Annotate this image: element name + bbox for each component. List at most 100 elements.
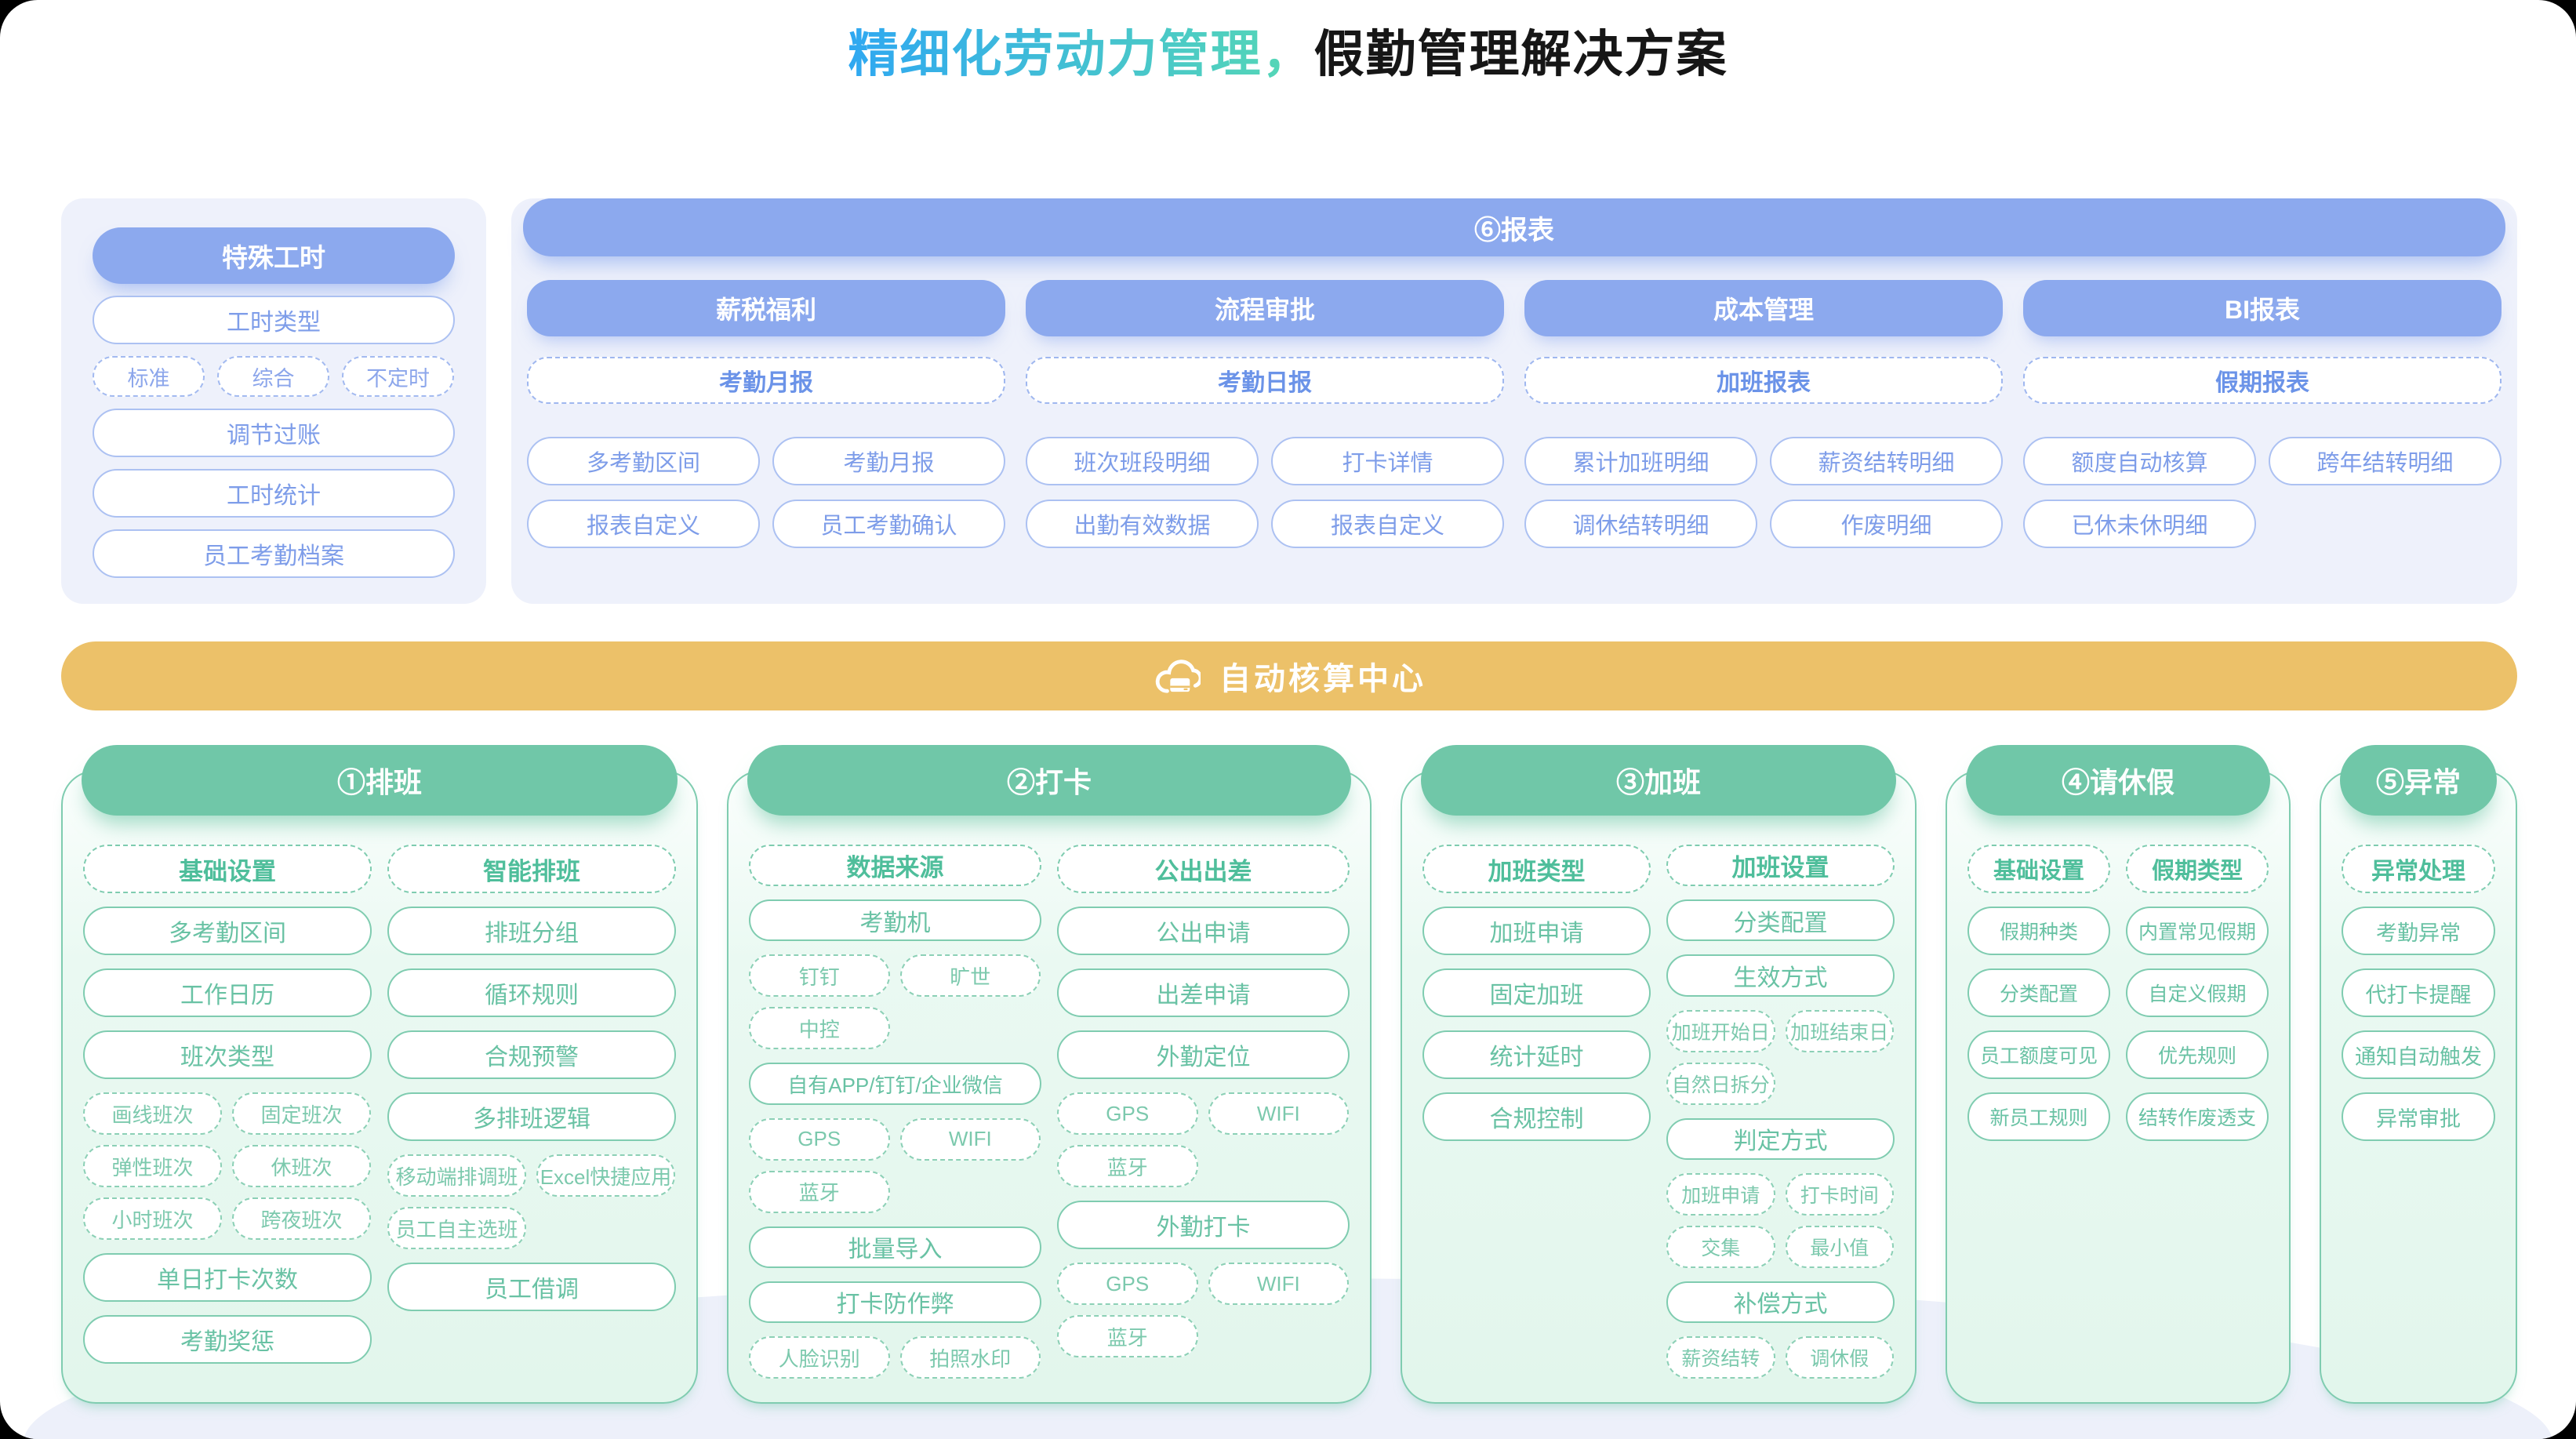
tag-pill: 综合 — [216, 356, 329, 397]
tag-pill: 加班开始日 — [1666, 1009, 1775, 1052]
item-pill: 班次类型 — [83, 1030, 372, 1079]
report-item-grid: 额度自动核算跨年结转明细已休未休明细 — [2023, 437, 2502, 548]
tag-group: 薪资结转调休假 — [1666, 1336, 1895, 1379]
tag-pill: 加班申请 — [1666, 1172, 1775, 1216]
report-subheader-pill: 假期报表 — [2023, 357, 2502, 404]
tag-pill: 拍照水印 — [899, 1336, 1041, 1379]
item-pill: 工时统计 — [93, 469, 455, 518]
item-pill: 自有APP/钉钉/企业微信 — [749, 1063, 1041, 1105]
item-pill: 出差申请 — [1057, 968, 1350, 1017]
item-pill: 员工额度可见 — [1967, 1030, 2110, 1079]
subheader-pill: 智能排班 — [387, 845, 676, 893]
item-pill: 工时类型 — [93, 296, 455, 344]
panel-column: 加班类型加班申请固定加班统计延时合规控制 — [1422, 845, 1651, 1379]
tag-pill: 最小值 — [1785, 1225, 1894, 1268]
item-pill: 多考勤区间 — [527, 437, 760, 485]
item-pill: 新员工规则 — [1967, 1092, 2110, 1141]
item-pill: 出勤有效数据 — [1026, 500, 1259, 548]
report-subheader-pill: 加班报表 — [1524, 357, 2003, 404]
tag-pill: 移动端排调班 — [387, 1154, 526, 1197]
report-column: 成本管理加班报表累计加班明细薪资结转明细调休结转明细作废明细 — [1524, 280, 2003, 548]
item-pill: 循环规则 — [387, 968, 676, 1017]
tag-pill: 蓝牙 — [1057, 1315, 1198, 1357]
item-pill: 累计加班明细 — [1524, 437, 1757, 485]
panel-clock-in-header: ②打卡 — [747, 745, 1351, 816]
tag-pill: 调休假 — [1785, 1336, 1894, 1379]
item-pill: 外勤打卡 — [1057, 1201, 1350, 1249]
item-pill: 作废明细 — [1770, 500, 2003, 548]
tag-pill: 旷世 — [899, 954, 1041, 997]
report-item-grid: 累计加班明细薪资结转明细调休结转明细作废明细 — [1524, 437, 2003, 548]
tag-pill: 钉钉 — [749, 954, 890, 997]
tag-pill: 员工自主选班 — [387, 1207, 526, 1249]
tag-pill: GPS — [1057, 1263, 1198, 1305]
item-pill: 优先规则 — [2126, 1030, 2269, 1079]
item-pill: 多排班逻辑 — [387, 1092, 676, 1141]
tag-group: 标准综合不定时 — [93, 356, 455, 397]
item-pill: 考勤异常 — [2342, 907, 2495, 955]
tag-pill: 画线班次 — [83, 1092, 222, 1135]
report-item-grid: 多考勤区间考勤月报报表自定义员工考勤确认 — [527, 437, 1005, 548]
report-column: 薪税福利考勤月报多考勤区间考勤月报报表自定义员工考勤确认 — [527, 280, 1005, 548]
panel-leave-body: 基础设置假期种类分类配置员工额度可见新员工规则假期类型内置常见假期自定义假期优先… — [1946, 770, 2291, 1404]
tag-pill: 自然日拆分 — [1666, 1062, 1775, 1105]
cloud-server-icon — [1155, 660, 1201, 693]
page-title-highlight: 精细化劳动力管理， — [848, 26, 1314, 82]
item-pill: 批量导入 — [749, 1226, 1041, 1268]
panel-exception-header: ⑤异常 — [2340, 745, 2497, 816]
subheader-pill: 基础设置 — [1967, 845, 2110, 893]
item-pill: 员工考勤档案 — [93, 529, 455, 578]
item-pill: 考勤奖惩 — [83, 1315, 372, 1364]
page-title-rest: 假勤管理解决方案 — [1313, 26, 1728, 82]
panel-scheduling-body: 基础设置多考勤区间工作日历班次类型画线班次固定班次弹性班次休班次小时班次跨夜班次… — [61, 770, 698, 1404]
item-pill: 报表自定义 — [527, 500, 760, 548]
item-pill: 员工借调 — [387, 1263, 676, 1311]
subheader-pill: 基础设置 — [83, 845, 372, 893]
item-pill: 调节过账 — [93, 409, 455, 457]
item-pill: 员工考勤确认 — [772, 500, 1005, 548]
item-pill: 排班分组 — [387, 907, 676, 955]
item-pill: 公出申请 — [1057, 907, 1350, 955]
tag-pill: 薪资结转 — [1666, 1336, 1775, 1379]
tag-pill: 蓝牙 — [1057, 1145, 1198, 1187]
item-pill: 单日打卡次数 — [83, 1253, 372, 1302]
item-pill: 判定方式 — [1666, 1117, 1895, 1160]
subheader-pill: 加班类型 — [1422, 845, 1651, 893]
item-pill: 自定义假期 — [2126, 968, 2269, 1017]
page-title: 精细化劳动力管理，假勤管理解决方案 — [0, 14, 2576, 86]
item-pill: 报表自定义 — [1271, 500, 1504, 548]
panel-exception: ⑤异常 异常处理考勤异常代打卡提醒通知自动触发异常审批 — [2320, 745, 2517, 1404]
subheader-pill: 异常处理 — [2342, 845, 2495, 893]
report-column: BI报表假期报表额度自动核算跨年结转明细已休未休明细 — [2023, 280, 2502, 548]
item-pill: 分类配置 — [1666, 899, 1895, 942]
tag-pill: 蓝牙 — [749, 1170, 890, 1213]
panel-leave: ④请休假 基础设置假期种类分类配置员工额度可见新员工规则假期类型内置常见假期自定… — [1946, 745, 2291, 1404]
tag-pill: 弹性班次 — [83, 1145, 222, 1187]
item-pill: 跨年结转明细 — [2269, 437, 2502, 485]
report-column-header: 流程审批 — [1026, 280, 1504, 336]
reports-columns: 薪税福利考勤月报多考勤区间考勤月报报表自定义员工考勤确认流程审批考勤日报班次班段… — [527, 280, 2502, 548]
subheader-pill: 公出出差 — [1057, 845, 1350, 893]
tag-group: 加班申请打卡时间交集最小值 — [1666, 1172, 1895, 1268]
item-pill: 薪资结转明细 — [1770, 437, 2003, 485]
report-column-header: 成本管理 — [1524, 280, 2003, 336]
tag-pill: 小时班次 — [83, 1197, 222, 1240]
subheader-pill: 假期类型 — [2126, 845, 2269, 893]
panel-exception-body: 异常处理考勤异常代打卡提醒通知自动触发异常审批 — [2320, 770, 2517, 1404]
report-column-header: BI报表 — [2023, 280, 2502, 336]
tag-pill: Excel快捷应用 — [536, 1154, 675, 1197]
tag-group: 画线班次固定班次弹性班次休班次小时班次跨夜班次 — [83, 1092, 372, 1240]
item-pill: 额度自动核算 — [2023, 437, 2256, 485]
special-hours-header: 特殊工时 — [93, 227, 455, 284]
item-pill: 外勤定位 — [1057, 1030, 1350, 1079]
tag-pill: 人脸识别 — [749, 1336, 890, 1379]
item-pill: 多考勤区间 — [83, 907, 372, 955]
item-pill: 调休结转明细 — [1524, 500, 1757, 548]
tag-group: 人脸识别拍照水印 — [749, 1336, 1041, 1379]
panel-column: 基础设置假期种类分类配置员工额度可见新员工规则 — [1967, 845, 2110, 1379]
panel-overtime: ③加班 加班类型加班申请固定加班统计延时合规控制加班设置分类配置生效方式加班开始… — [1401, 745, 1917, 1404]
